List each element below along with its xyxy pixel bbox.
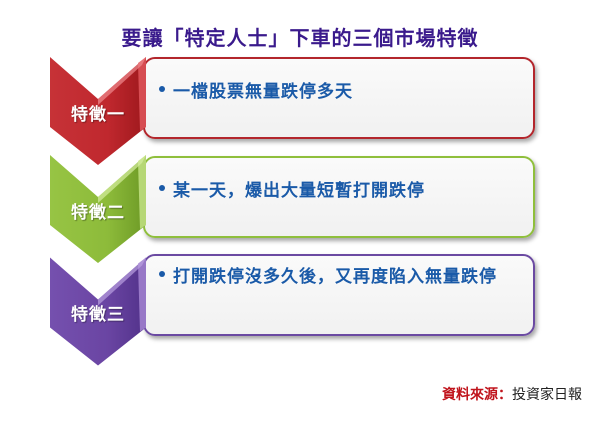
feature-box-2: 某一天，爆出大量短暫打開跌停	[143, 156, 535, 238]
feature-row-1: 一檔股票無量跌停多天 特徵一	[50, 57, 540, 167]
feature-row-2: 某一天，爆出大量短暫打開跌停 特徵二	[50, 155, 540, 265]
feature-text-3: 打開跌停沒多久後，又再度陷入無量跌停	[159, 262, 513, 292]
bullet-icon	[159, 271, 165, 277]
feature-row-3: 打開跌停沒多久後，又再度陷入無量跌停 特徵三	[50, 254, 540, 369]
source-label: 資料來源：	[442, 387, 512, 403]
bullet-icon	[159, 86, 165, 92]
source-note: 資料來源：投資家日報	[442, 384, 582, 404]
feature-text-1: 一檔股票無量跌停多天	[159, 77, 513, 107]
chevron-down-icon	[50, 155, 146, 263]
feature-text-2: 某一天，爆出大量短暫打開跌停	[159, 176, 513, 206]
feature-label-2: 特徵二	[71, 203, 125, 223]
feature-box-3: 打開跌停沒多久後，又再度陷入無量跌停	[143, 254, 535, 336]
chevron-down-icon	[50, 257, 146, 366]
feature-label-1: 特徵一	[71, 105, 125, 125]
chevron-badge-2: 特徵二	[50, 155, 146, 263]
feature-label-3: 特徵三	[71, 305, 125, 325]
source-value: 投資家日報	[512, 387, 582, 403]
diagram-title: 要讓「特定人士」下車的三個市場特徵	[121, 26, 479, 50]
feature-box-1: 一檔股票無量跌停多天	[143, 57, 535, 139]
chevron-badge-1: 特徵一	[50, 57, 146, 165]
bullet-icon	[159, 185, 165, 191]
chevron-badge-3: 特徵三	[50, 254, 146, 369]
chevron-down-icon	[50, 57, 146, 165]
